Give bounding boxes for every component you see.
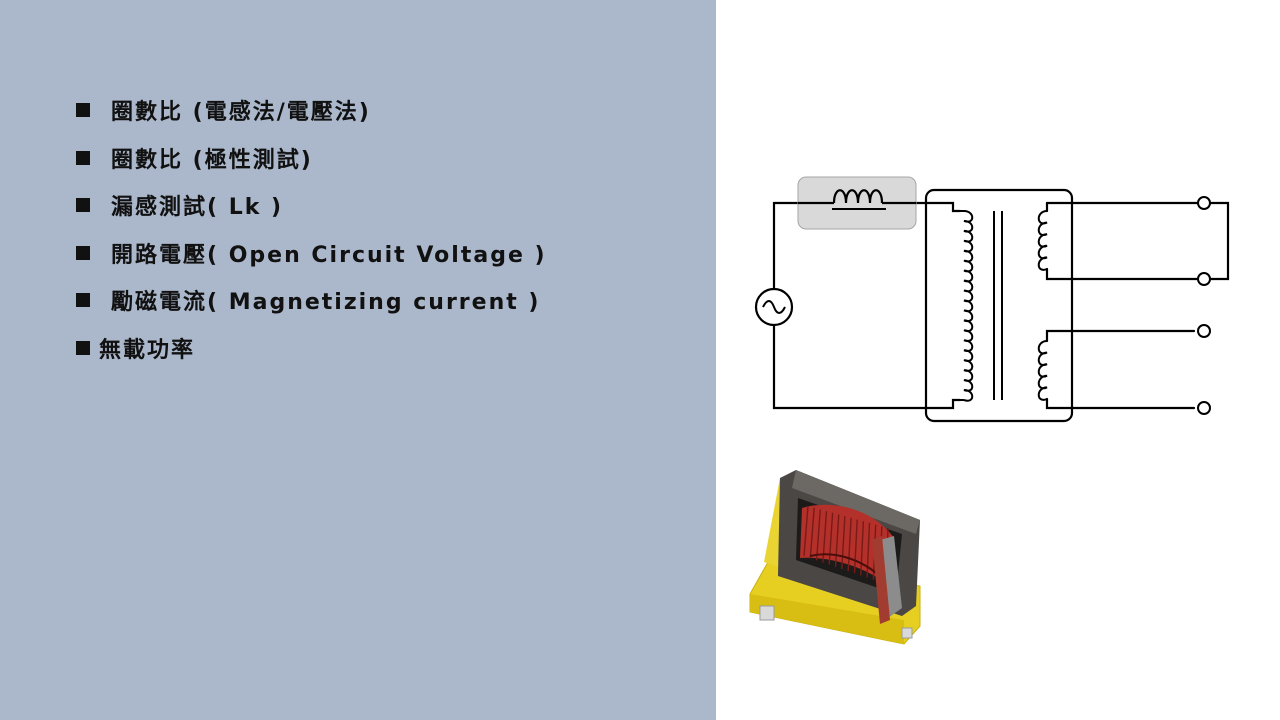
winding-turn: [815, 509, 821, 561]
left-panel: 圈數比 (電感法/電壓法) 圈數比 (極性測試) 漏感測試( Lk ) 開路電壓…: [0, 0, 716, 720]
transformer-photo: [749, 470, 921, 645]
bobbin-pin: [901, 627, 913, 639]
bullet-item-turns-ratio-inductance: 圈數比 (電感法/電壓法): [76, 92, 547, 128]
winding-turn: [860, 521, 865, 576]
bullet-item-leakage-inductance: 漏感測試( Lk ): [76, 187, 547, 223]
bullet-label: 勵磁電流( Magnetizing current ): [111, 290, 541, 315]
transformer-core: [993, 211, 1003, 400]
bullet-item-turns-ratio-polarity: 圈數比 (極性測試): [76, 140, 547, 176]
winding-turn: [853, 519, 858, 574]
bullet-item-magnetizing-current: 勵磁電流( Magnetizing current ): [76, 282, 547, 318]
square-bullet-icon: [76, 245, 90, 260]
bullet-label: 開路電壓( Open Circuit Voltage ): [111, 242, 547, 268]
square-bullet-icon: [76, 150, 90, 165]
square-bullet-icon: [76, 293, 90, 307]
winding-turn: [834, 514, 840, 567]
primary-winding-icon: [960, 210, 974, 402]
bullet-item-no-load-power: 無載功率: [76, 330, 547, 366]
winding-turn: [841, 516, 846, 569]
terminal-icon: [1197, 324, 1211, 338]
winding-turn: [828, 512, 834, 565]
bobbin-pin: [759, 605, 775, 621]
bullet-item-open-circuit-voltage: 開路電壓( Open Circuit Voltage ): [76, 235, 547, 271]
bullet-label: 圈數比 (電感法/電壓法): [111, 100, 371, 125]
winding-turn: [803, 505, 809, 557]
square-bullet-icon: [76, 340, 90, 355]
terminal-icon: [1197, 401, 1211, 415]
winding-turn: [809, 507, 815, 559]
bullet-label: 漏感測試( Lk ): [111, 195, 284, 220]
ac-source-icon: [754, 287, 794, 327]
bullet-label: 圈數比 (極性測試): [111, 147, 313, 173]
terminal-icon: [1197, 196, 1211, 210]
square-bullet-icon: [76, 198, 90, 212]
winding-turn: [847, 517, 852, 572]
transformer-enclosure: [924, 188, 1074, 423]
output-terminals: [1197, 196, 1211, 415]
square-bullet-icon: [76, 103, 90, 117]
winding-turn: [866, 522, 871, 578]
secondary-winding-icon: [1037, 340, 1048, 401]
terminal-icon: [1197, 272, 1211, 286]
inductor-icon: [797, 176, 917, 230]
right-panel: [716, 0, 1280, 720]
transformer-circuit-diagram: [749, 176, 1230, 645]
secondary-winding-icon: [1037, 210, 1048, 271]
bullet-list: 圈數比 (電感法/電壓法) 圈數比 (極性測試) 漏感測試( Lk ) 開路電壓…: [76, 92, 547, 377]
bullet-label: 無載功率: [99, 337, 196, 363]
